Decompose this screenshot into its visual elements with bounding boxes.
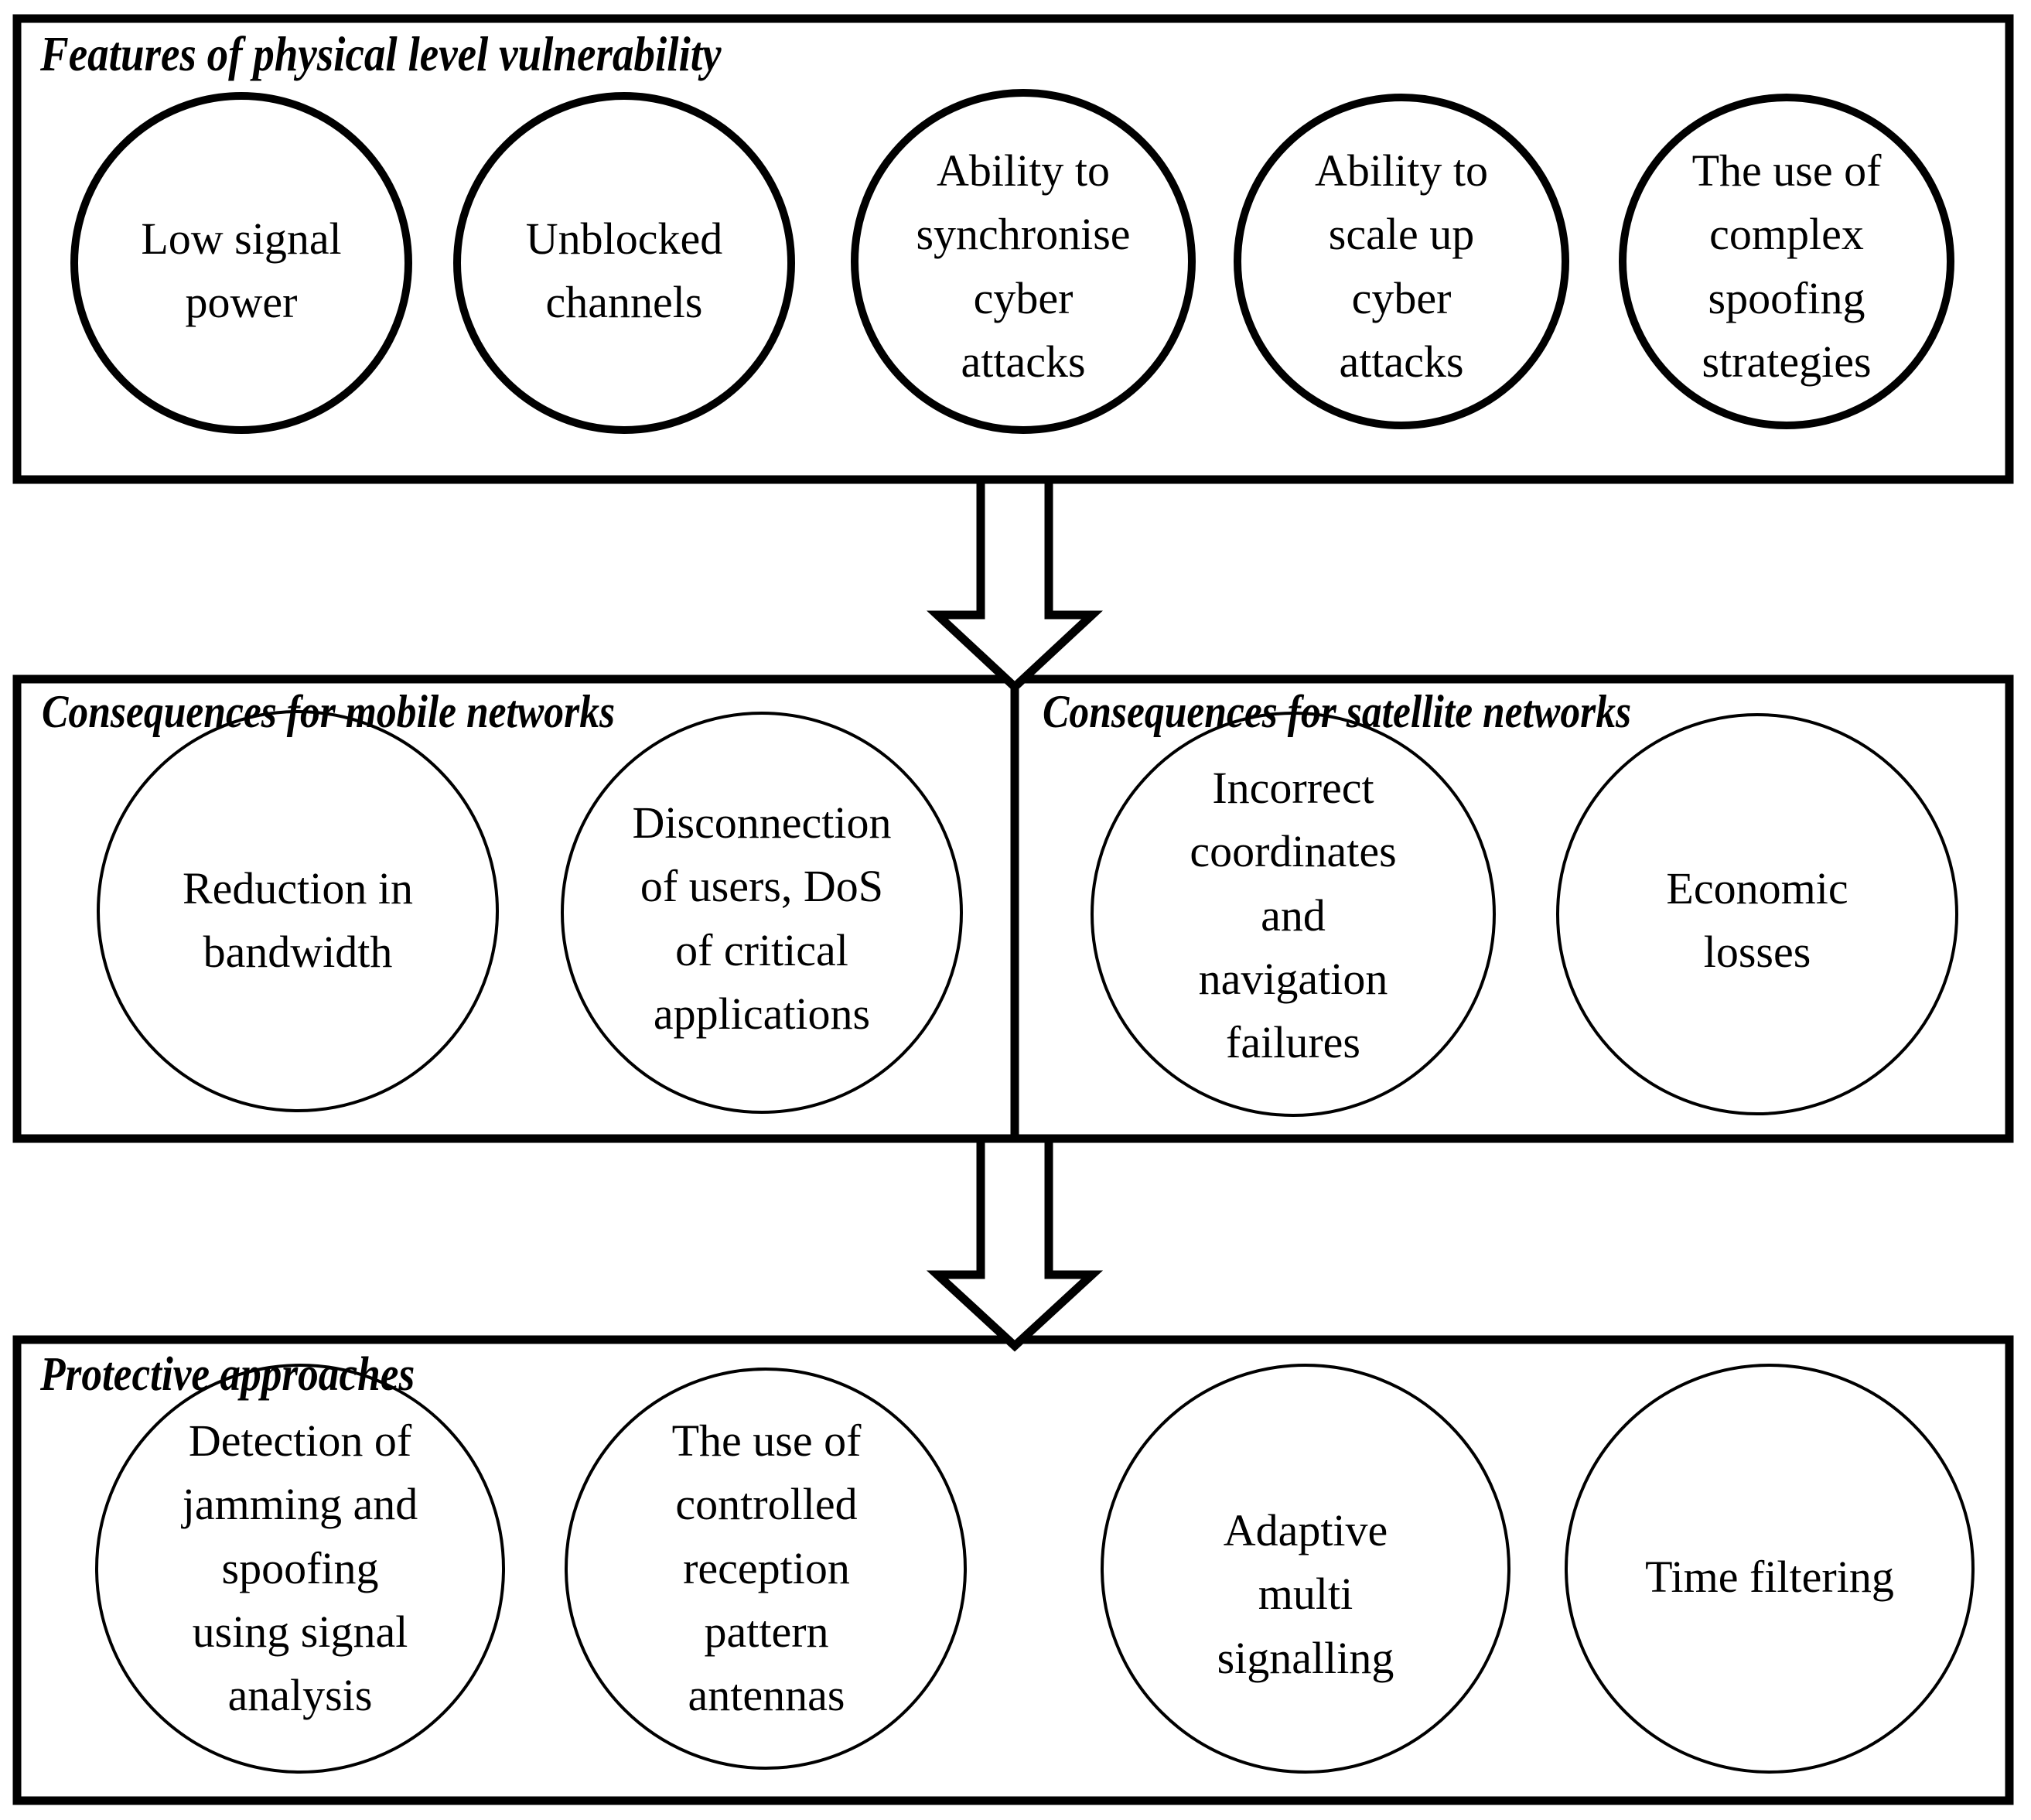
node-circle-time-filtering [1565, 1364, 1975, 1774]
section-heading-features: Features of physical level vulnerability [40, 26, 722, 81]
down-block-arrow-icon-1 [927, 475, 1103, 693]
section-box-protective [12, 1335, 2014, 1805]
node-circle-crpa-antennas [565, 1368, 967, 1770]
node-circle-low-signal-power [70, 92, 412, 434]
node-circle-reduction-in-bandwidth [97, 710, 499, 1112]
node-circle-adaptive-multi-signalling [1101, 1364, 1510, 1774]
section-heading-consequences-satellite: Consequences for satellite networks [1043, 686, 1632, 737]
node-circle-detection-jamming-spoofing [95, 1364, 505, 1774]
node-circle-unblocked-channels [453, 92, 795, 434]
section-heading-consequences-mobile: Consequences for mobile networks [42, 686, 616, 737]
node-circle-incorrect-coordinates [1091, 712, 1496, 1117]
down-block-arrow-icon-2 [926, 1134, 1104, 1352]
node-circle-economic-losses [1556, 713, 1958, 1115]
section-heading-protective: Protective approaches [40, 1348, 415, 1401]
node-circle-complex-spoofing-strategies [1619, 94, 1954, 429]
node-circle-disconnection-dos [561, 712, 963, 1114]
node-circle-synchronise-cyber-attacks [851, 89, 1196, 434]
node-circle-scale-up-cyber-attacks [1234, 94, 1569, 429]
